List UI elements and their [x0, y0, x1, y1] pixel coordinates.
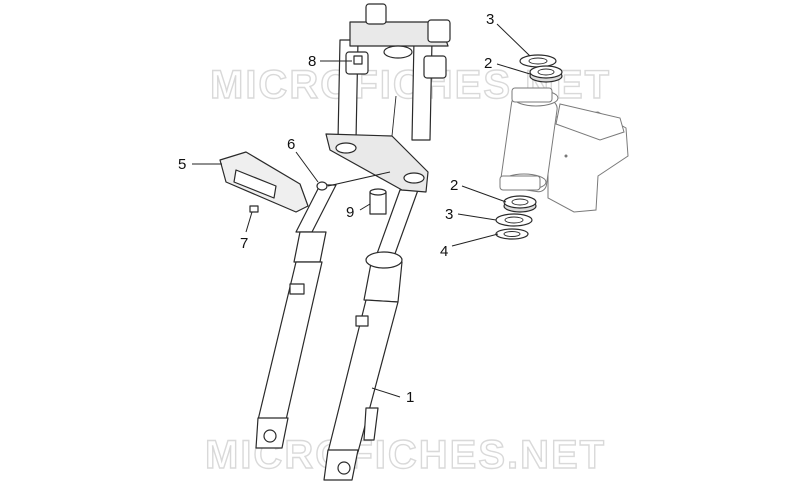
part-9-bush — [369, 188, 387, 215]
upper-bearing — [529, 65, 563, 83]
callout-5: 5 — [178, 156, 186, 173]
callout-1: 1 — [406, 389, 414, 406]
part-8-screw — [353, 55, 363, 65]
lower-bearing — [503, 195, 537, 213]
fork-leg-right — [323, 39, 433, 481]
frame-steering-head — [499, 87, 629, 213]
callout-4: 4 — [440, 243, 448, 260]
callout-8: 8 — [308, 53, 316, 70]
lower-washer — [495, 228, 529, 240]
part-6-washer — [316, 181, 328, 191]
callout-2-bottom: 2 — [450, 177, 458, 194]
fork-leg-left — [255, 39, 359, 449]
part-7-screw — [249, 205, 259, 213]
fork-cover-bracket — [219, 151, 309, 213]
callout-2-top: 2 — [484, 55, 492, 72]
callout-3-bottom: 3 — [445, 206, 453, 223]
lower-dust-seal — [495, 213, 533, 227]
leader-lines — [192, 23, 531, 398]
lower-triple-clamp — [325, 95, 429, 193]
callout-6: 6 — [287, 136, 295, 153]
callout-3-top: 3 — [486, 11, 494, 28]
callout-9: 9 — [346, 204, 354, 221]
upper-dust-seal — [519, 54, 557, 68]
callout-7: 7 — [240, 235, 248, 252]
